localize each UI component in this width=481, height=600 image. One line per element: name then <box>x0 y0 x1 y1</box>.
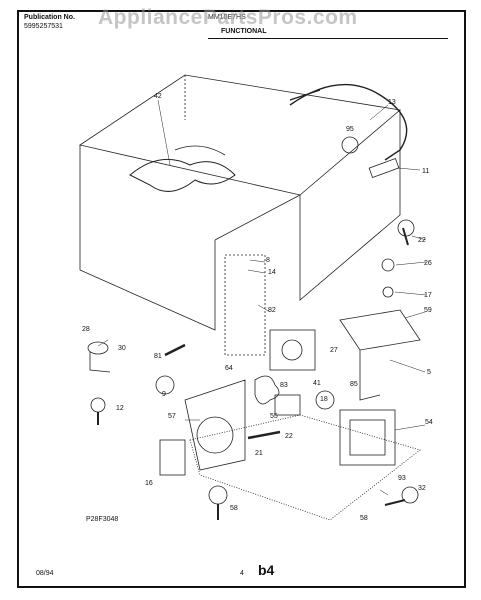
screw-22 <box>402 227 409 246</box>
magnetron <box>269 329 316 371</box>
callout-28: 28 <box>82 326 90 333</box>
callout-95: 95 <box>346 126 354 133</box>
heater-element <box>129 158 236 192</box>
cabinet-front <box>79 145 216 331</box>
callout-30: 30 <box>118 345 126 352</box>
publication-number: 5995257531 <box>24 23 63 30</box>
fan-motor <box>274 394 301 416</box>
timer <box>159 439 186 476</box>
screw-58 <box>208 485 228 505</box>
footer-page-letter: b4 <box>258 562 275 578</box>
screw-93 <box>401 486 419 504</box>
power-cord <box>289 83 408 161</box>
callout-41: 85 <box>350 381 358 388</box>
publication-label: Publication No. <box>24 14 75 21</box>
figure-code: P28F3048 <box>86 516 119 523</box>
callout-14: 82 <box>268 307 276 314</box>
part-85 <box>315 390 335 410</box>
callout-9: 27 <box>330 347 338 354</box>
screw-64 <box>155 375 175 395</box>
callout-83: 41 <box>313 380 321 387</box>
callout-11: 11 <box>422 168 429 175</box>
bracket <box>339 309 421 351</box>
callout-16: 93 <box>398 475 406 482</box>
callout-17: 17 <box>424 292 432 299</box>
callout-55: 22 <box>285 433 293 440</box>
diagram-frame <box>17 10 466 588</box>
thermostat <box>87 341 109 355</box>
part-17 <box>382 286 394 298</box>
base-plate <box>189 414 421 521</box>
callout-85: 18 <box>320 396 328 403</box>
callout-54: 57 <box>168 413 176 420</box>
screw-81 <box>164 343 186 357</box>
fan-housing <box>184 379 246 471</box>
callout-labels: 42 13 95 11 22 26 17 59 5 8 14 82 28 30 … <box>82 93 433 522</box>
callout-57: 55 <box>270 413 278 420</box>
screw-22b <box>247 430 281 440</box>
callout-93: 32 <box>418 485 426 492</box>
callout-32: 58 <box>360 515 368 522</box>
header-rule <box>208 38 448 39</box>
callout-27: 12 <box>116 405 124 412</box>
cabinet-side <box>299 110 401 301</box>
callout-82a: 8 <box>266 257 270 264</box>
callout-13: 13 <box>388 99 396 106</box>
callout-12: 83 <box>280 382 288 389</box>
callout-58: 58 <box>230 505 238 512</box>
footer-page-number: 4 <box>240 570 244 577</box>
callout-5: 5 <box>427 369 431 376</box>
callout-21: 16 <box>145 480 153 487</box>
callout-22a: 22 <box>418 237 426 244</box>
screw-27 <box>90 397 106 413</box>
callout-59: 59 <box>424 307 432 314</box>
cabinet-outline <box>79 74 401 196</box>
callout-8: 14 <box>268 269 276 276</box>
section-title: FUNCTIONAL <box>221 28 267 35</box>
switch-bracket <box>224 254 266 356</box>
callout-22b: 21 <box>255 450 263 457</box>
part-26 <box>381 258 395 272</box>
footer-date: 08/94 <box>36 570 54 577</box>
callout-26: 26 <box>424 260 432 267</box>
callout-81: 81 <box>154 353 162 360</box>
transformer <box>339 409 396 466</box>
callout-82b: 64 <box>225 365 233 372</box>
callout-64: 9 <box>162 391 166 398</box>
part-95 <box>341 136 359 154</box>
callout-18: 54 <box>425 419 433 426</box>
callout-42: 42 <box>154 93 162 100</box>
watermark: AppliancePartsPros.com <box>98 6 358 29</box>
model-number: MM10E7HS <box>208 14 246 21</box>
